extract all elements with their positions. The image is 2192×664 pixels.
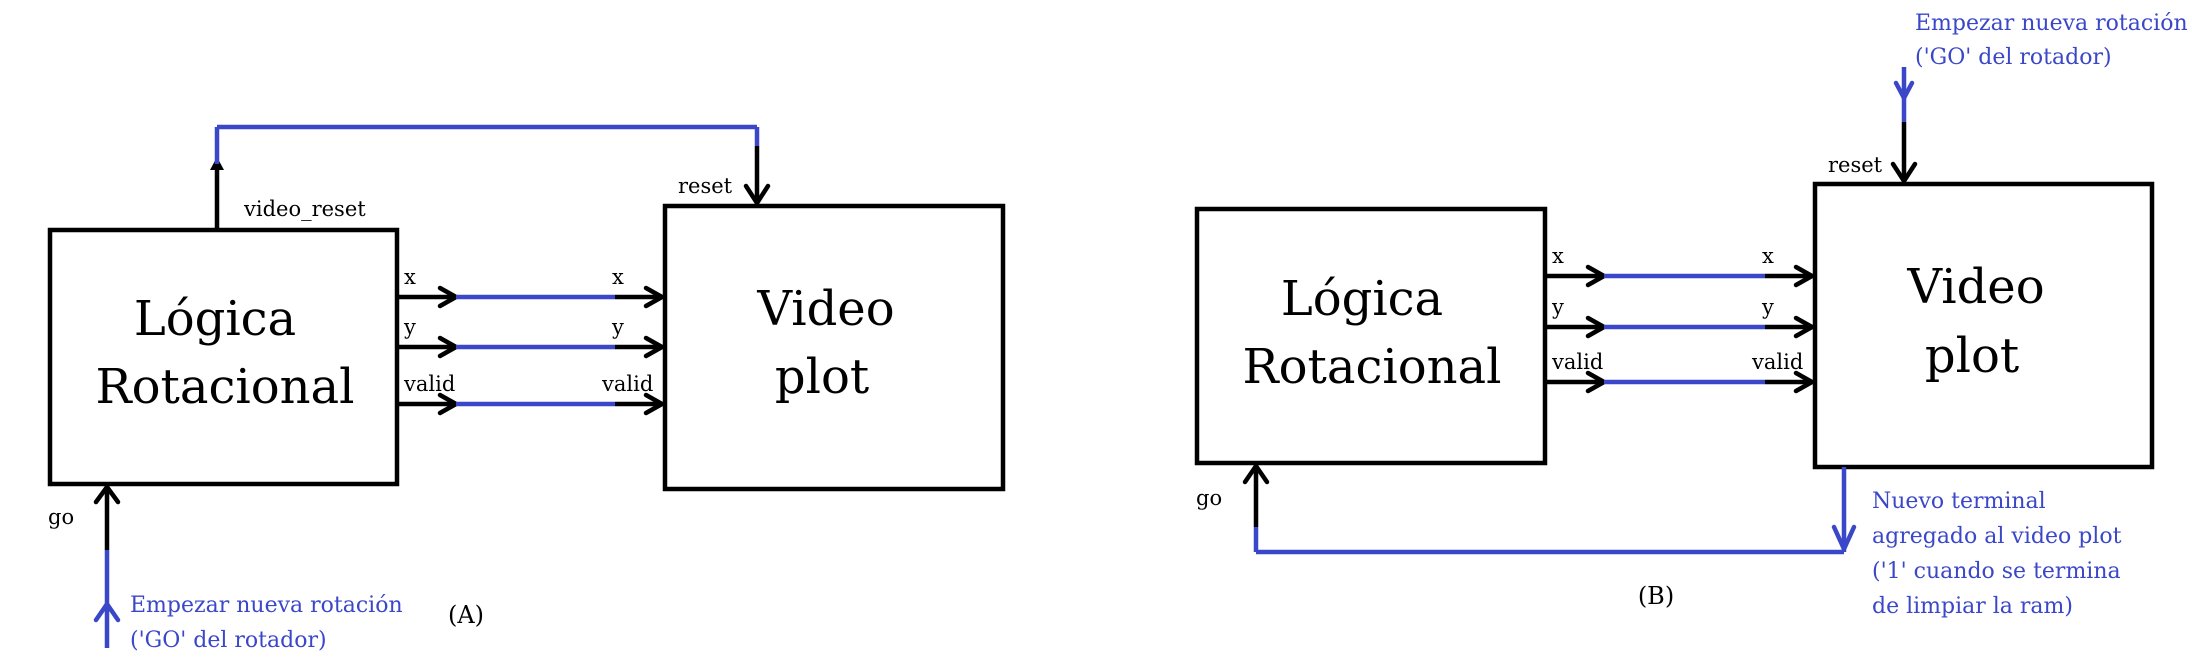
valid-in-label-b: valid [1751, 350, 1803, 374]
terminal-note-line1-b: Nuevo terminal [1872, 489, 2046, 514]
reset-label-b: reset [1828, 153, 1883, 177]
start-note-line2-b: ('GO' del rotador) [1915, 45, 2112, 70]
start-note-line1-b: Empezar nueva rotación [1915, 11, 2188, 36]
reset-label-a: reset [678, 174, 733, 198]
go-label-a: go [48, 505, 74, 529]
go-label-b: go [1196, 486, 1222, 510]
logic-label-line2-b: Rotacional [1243, 339, 1502, 395]
valid-out-label-a: valid [403, 372, 455, 396]
x-out-label-b: x [1552, 244, 1564, 268]
start-note-line1-a: Empezar nueva rotación [130, 593, 403, 618]
x-in-label-b: x [1762, 244, 1774, 268]
x-wire-b [1545, 264, 1815, 288]
video-plot-block-b [1812, 181, 2155, 470]
valid-wire-b [1545, 370, 1815, 394]
x-wire-a [397, 285, 665, 309]
x-out-label-a: x [404, 265, 416, 289]
terminal-note-line3-b: ('1' cuando se termina [1872, 559, 2121, 584]
video-label-line2-b: plot [1925, 328, 2019, 384]
y-out-label-b: y [1551, 295, 1564, 319]
video-label-line1-b: Video [1906, 259, 2044, 315]
valid-out-label-b: valid [1551, 350, 1603, 374]
video-reset-label-a: video_reset [243, 197, 366, 221]
video-label-line1-a: Video [756, 281, 894, 337]
start-note-line2-a: ('GO' del rotador) [130, 628, 327, 653]
logic-label-line2-a: Rotacional [96, 359, 355, 415]
y-wire-a [397, 335, 665, 359]
valid-wire-a [397, 392, 665, 416]
caption-a: (A) [448, 601, 484, 629]
y-in-label-b: y [1761, 295, 1774, 319]
terminal-note-line4-b: de limpiar la ram) [1872, 594, 2073, 619]
valid-in-label-a: valid [601, 372, 653, 396]
logic-label-line1-b: Lógica [1281, 271, 1443, 327]
y-in-label-a: y [611, 315, 624, 339]
logic-label-line1-a: Lógica [134, 291, 296, 347]
reset-wire-b [1890, 67, 1918, 184]
logic-block-b [1194, 206, 1548, 466]
diagram-a: Lógica Rotacional Video plot video_reset… [47, 124, 1006, 653]
terminal-note-line2-b: agregado al video plot [1872, 524, 2122, 549]
video-reset-wire-a [210, 124, 771, 230]
logic-block-a [47, 227, 400, 487]
video-label-line2-a: plot [775, 349, 869, 405]
x-in-label-a: x [612, 265, 624, 289]
y-wire-b [1545, 315, 1815, 339]
y-out-label-a: y [403, 315, 416, 339]
go-wire-a [93, 484, 121, 648]
diagram-b: Lógica Rotacional Video plot reset Empez… [1194, 11, 2188, 619]
video-plot-block-a [662, 203, 1006, 492]
caption-b: (B) [1638, 582, 1674, 610]
go-feedback-wire-b [1242, 463, 1857, 555]
